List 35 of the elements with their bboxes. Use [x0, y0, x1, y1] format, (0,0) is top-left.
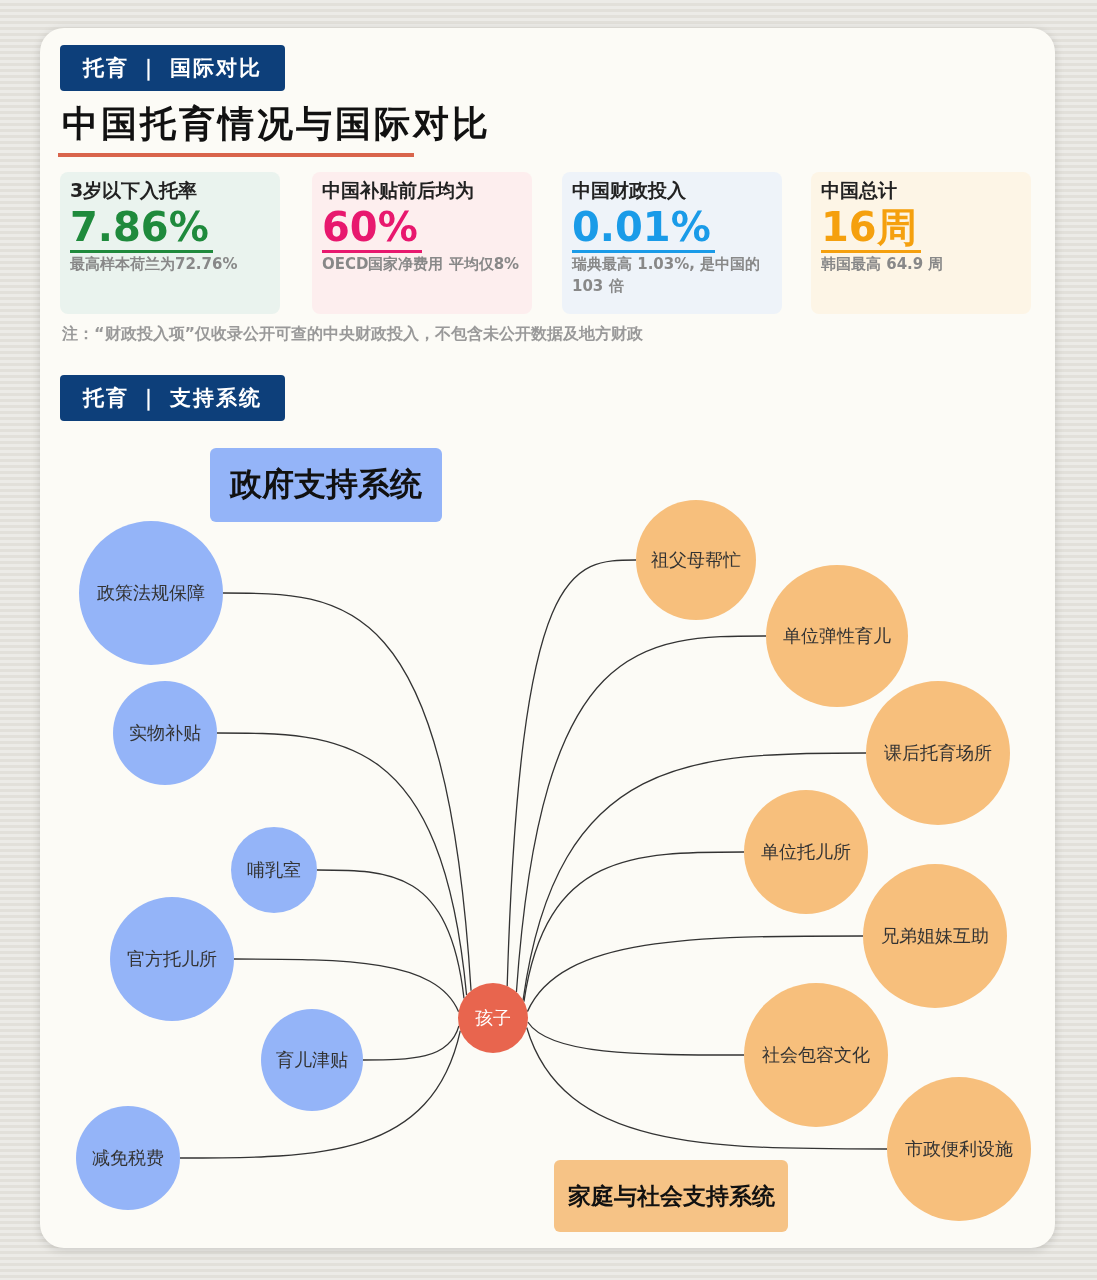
connector-line — [316, 869, 465, 1000]
stat-value: 0.01% — [572, 204, 715, 253]
stat-value: 60% — [322, 204, 422, 253]
section-tag: 托育 ｜ 国际对比 — [60, 45, 285, 91]
stat-heading: 中国总计 — [821, 178, 897, 203]
connector-line — [527, 1021, 745, 1056]
system-heading-box: 家庭与社会支持系统 — [554, 1160, 788, 1232]
system-heading-box: 政府支持系统 — [210, 448, 442, 522]
stat-heading: 中国财政投入 — [572, 178, 686, 203]
stat-heading: 中国补贴前后均为 — [322, 178, 474, 203]
footnote: 注：“财政投入项”仅收录公开可查的中央财政投入，不包含未公开数据及地方财政 — [62, 324, 644, 345]
connector-line — [222, 592, 472, 992]
stat-note: 最高样本荷兰为72.76% — [70, 255, 238, 273]
connector-line — [515, 635, 767, 993]
stat-value: 16周 — [821, 204, 921, 253]
connector-line — [506, 559, 637, 987]
connector-line — [523, 851, 745, 1003]
connector-line — [216, 732, 468, 996]
connector-line — [179, 1029, 461, 1159]
stat-card — [60, 172, 280, 314]
stat-note: OECD国家净费用 平均仅8% — [322, 255, 520, 273]
stat-card — [312, 172, 532, 314]
stat-note: 瑞典最高 1.03%, 是中国的 103 倍 — [572, 255, 761, 295]
stat-value: 7.86% — [70, 204, 213, 253]
stat-card — [562, 172, 782, 314]
section-tag: 托育 ｜ 支持系统 — [60, 375, 285, 421]
connector-line — [362, 1025, 460, 1061]
stat-card — [811, 172, 1031, 314]
connector-line — [233, 958, 460, 1013]
title: 中国托育情况与国际对比 — [62, 102, 491, 146]
stat-heading: 3岁以下入托率 — [70, 178, 198, 203]
stat-note: 韩国最高 64.9 周 — [821, 255, 944, 273]
connector-line — [526, 1026, 888, 1150]
connector-line — [526, 935, 864, 1013]
connector-line — [522, 752, 867, 1001]
